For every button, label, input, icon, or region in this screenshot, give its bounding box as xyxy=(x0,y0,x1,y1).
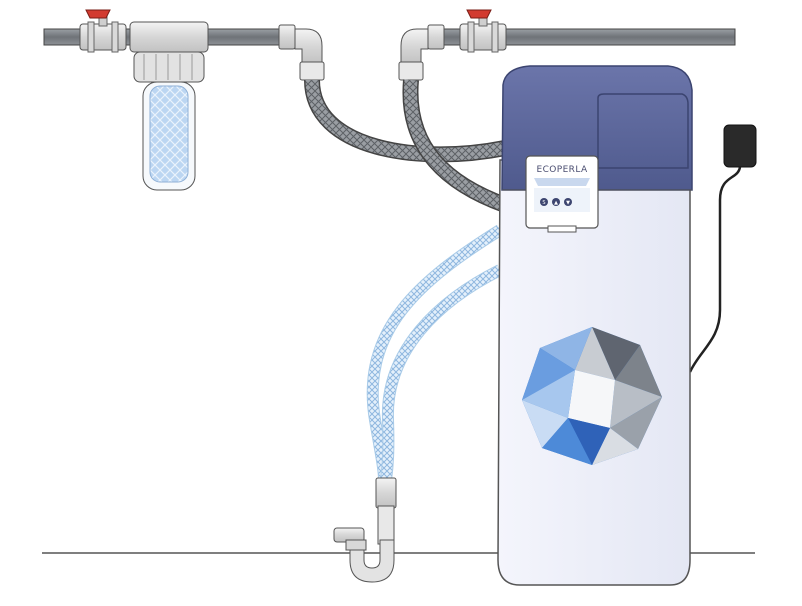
drain-trap-icon xyxy=(333,477,397,583)
drain-hose xyxy=(366,224,504,481)
power-adapter-icon xyxy=(688,124,757,373)
lid-hatch xyxy=(597,93,689,169)
inlet-braided-hose xyxy=(304,79,507,163)
down-button-label: ▼ xyxy=(566,200,570,206)
gem-logo-icon xyxy=(522,327,662,465)
control-panel: ECOPERLA xyxy=(525,155,599,233)
up-button[interactable]: ▲ xyxy=(552,198,560,206)
up-button-label: ▲ xyxy=(554,200,558,206)
set-button[interactable]: S xyxy=(540,198,548,206)
sediment-filter-icon xyxy=(129,21,209,191)
brand-name: ECOPERLA xyxy=(537,165,588,175)
outlet-braided-hose xyxy=(402,79,508,213)
water-softener-cabinet xyxy=(497,65,693,586)
set-button-label: S xyxy=(542,200,545,206)
ball-valve-icon xyxy=(459,9,507,53)
ball-valve-icon xyxy=(79,9,127,53)
down-button[interactable]: ▼ xyxy=(564,198,572,206)
outlet-elbow-fitting xyxy=(398,24,445,81)
inlet-elbow-fitting xyxy=(278,24,325,81)
